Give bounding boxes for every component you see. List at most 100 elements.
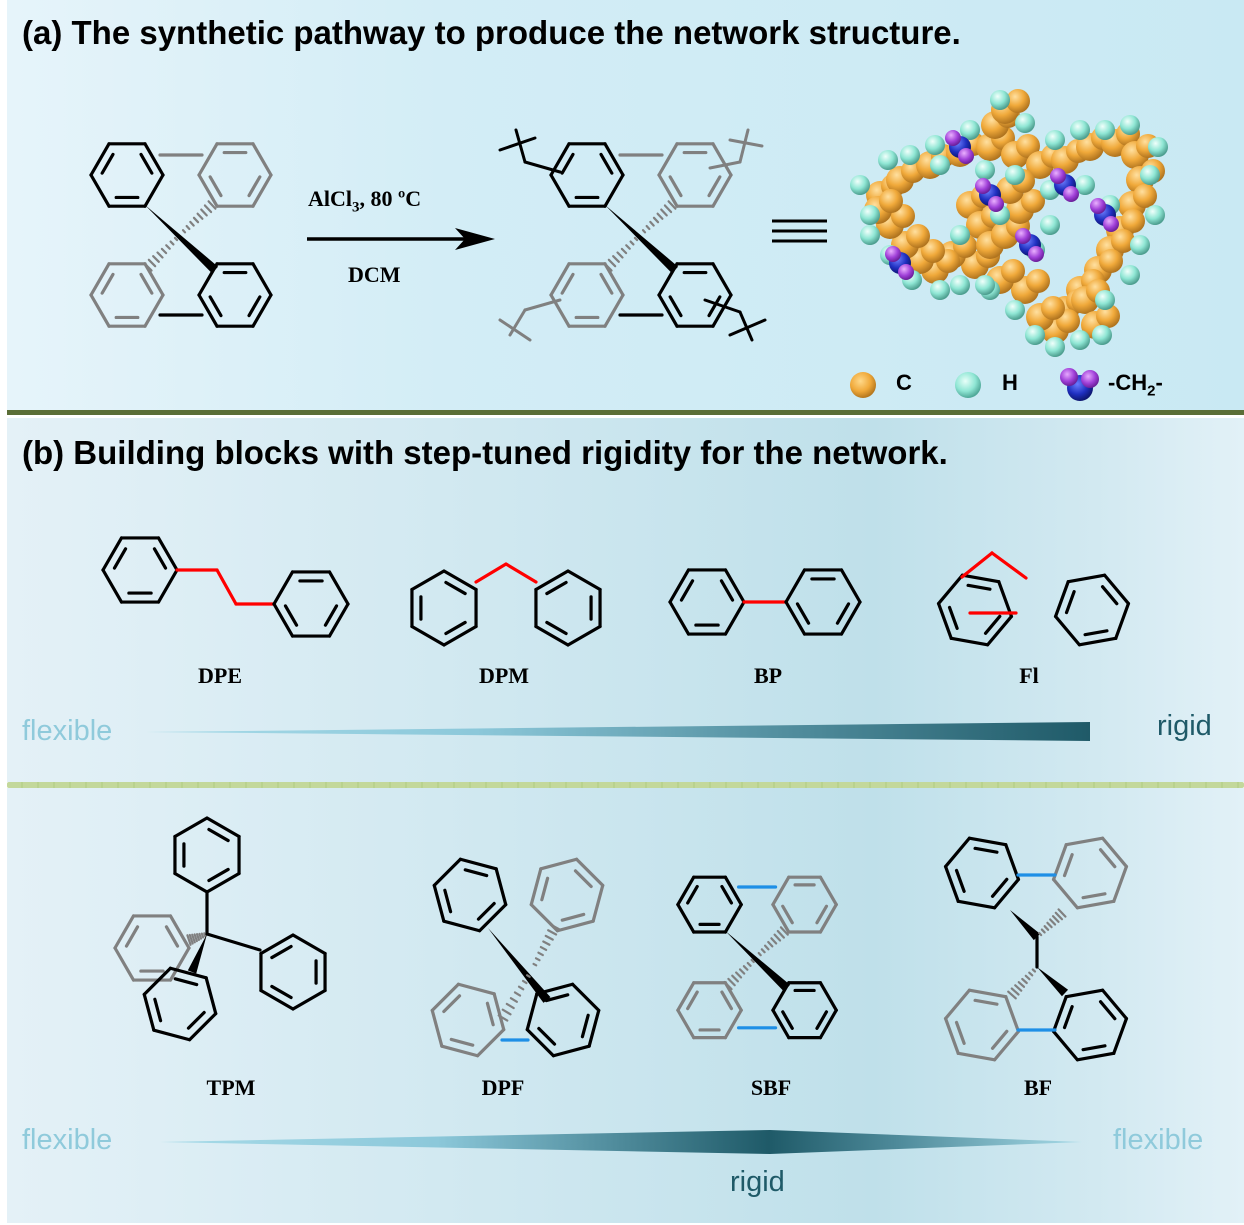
hash-line	[191, 933, 196, 944]
ring-bond	[251, 173, 273, 208]
highlight-bond	[960, 551, 994, 579]
double-bond	[247, 295, 262, 318]
linker-bond	[703, 298, 742, 314]
hashed-bond	[1007, 968, 1037, 1000]
ring-bond	[173, 871, 209, 894]
double-bond	[207, 827, 230, 843]
molecule-fl	[936, 551, 1131, 647]
ring-bond	[525, 1027, 556, 1058]
ring-bond	[676, 1008, 696, 1040]
legend-methylene-label: -CH2-	[1108, 370, 1163, 399]
linker-bond	[523, 160, 562, 174]
linker-bond	[498, 318, 532, 342]
ring-bond	[1103, 573, 1131, 606]
double-bond	[599, 152, 614, 175]
methylene-hydrogen	[975, 178, 991, 194]
ring-bond	[204, 976, 218, 1016]
hash-line	[186, 934, 192, 946]
hydrogen-atom	[975, 275, 995, 295]
hydrogen-sphere-icon	[955, 372, 981, 398]
double-bond	[560, 912, 586, 922]
ring-bond	[986, 614, 1014, 647]
hash-line	[147, 258, 157, 268]
legend-carbon-label: C	[896, 370, 912, 395]
ring-bond	[1051, 877, 1079, 910]
scale-flexible-label: flexible	[22, 715, 113, 747]
ring-bond	[1066, 573, 1107, 584]
ring-bond	[187, 1011, 218, 1042]
ring-bond	[949, 636, 990, 647]
benzene-ring	[101, 536, 179, 604]
ring-bond	[574, 857, 605, 888]
hash-line	[1031, 968, 1037, 973]
double-bond	[476, 901, 496, 921]
hash-line	[513, 991, 522, 997]
double-bond	[270, 944, 293, 960]
highlight-bond	[474, 562, 508, 584]
hash-line	[185, 224, 191, 231]
wedge-bond	[1037, 967, 1069, 997]
ring-bond	[432, 883, 446, 923]
ring-bond	[251, 262, 273, 297]
benzene-ring	[142, 966, 218, 1042]
ring-bond	[1064, 988, 1105, 999]
methylene-hydrogen	[1050, 168, 1066, 184]
ring-bond	[477, 902, 508, 933]
ring-bond	[458, 857, 498, 871]
hash-line	[750, 958, 755, 964]
molecule-bp	[668, 568, 862, 636]
ring-bond	[272, 570, 295, 606]
double-bond	[1098, 848, 1117, 869]
hash-line	[723, 980, 733, 991]
ring-bond	[711, 293, 733, 328]
benzene-ring	[89, 262, 165, 328]
benzene-ring	[676, 981, 743, 1040]
carbon-atom	[1006, 89, 1030, 113]
double-bond	[947, 605, 959, 630]
ring-bond	[711, 262, 733, 297]
ring-bond	[657, 142, 679, 177]
molecule-sbf	[676, 875, 838, 1040]
linker-bond	[708, 160, 742, 170]
hash-line	[663, 204, 673, 214]
ring-bond	[818, 902, 838, 934]
double-bond	[545, 580, 568, 596]
ring-bond	[956, 1051, 997, 1062]
ring-bond	[156, 536, 179, 572]
benzene-ring	[676, 875, 743, 934]
double-bond	[173, 977, 199, 987]
ring-bond	[668, 568, 691, 604]
hash-line	[207, 200, 217, 210]
benzene-ring	[525, 982, 601, 1058]
section-divider	[7, 410, 1244, 415]
methylene-hydrogen	[1090, 198, 1106, 214]
hydrogen-atom	[1130, 235, 1150, 255]
hashed-bond	[181, 200, 217, 234]
ring-bond	[936, 601, 953, 640]
double-bond	[720, 884, 734, 905]
hash-line	[1040, 928, 1046, 934]
hydrogen-atom	[990, 90, 1010, 110]
methylene-group-icon	[1060, 368, 1099, 401]
scale-flexible-right-label: flexible	[1113, 1124, 1204, 1156]
ring-bond	[327, 602, 350, 638]
double-bond	[100, 272, 115, 295]
ring-bond	[1053, 614, 1081, 647]
methylene-hydrogen	[1103, 216, 1119, 232]
wedge-bond	[145, 205, 219, 274]
double-bond	[444, 580, 467, 596]
hash-line	[188, 933, 194, 945]
ring-bond	[492, 992, 506, 1032]
ring-bond	[475, 1027, 506, 1058]
linker-bond	[738, 128, 750, 164]
double-bond	[1064, 590, 1076, 615]
benzene-ring	[113, 914, 191, 982]
linker-bond	[738, 310, 754, 342]
hash-line	[1037, 931, 1043, 937]
carbon-atom	[921, 239, 945, 263]
hash-line	[203, 204, 213, 214]
double-bond	[1083, 629, 1109, 637]
carbon-atom	[1026, 269, 1050, 293]
benzene-ring	[197, 262, 273, 328]
label-dpm: DPM	[478, 663, 530, 688]
